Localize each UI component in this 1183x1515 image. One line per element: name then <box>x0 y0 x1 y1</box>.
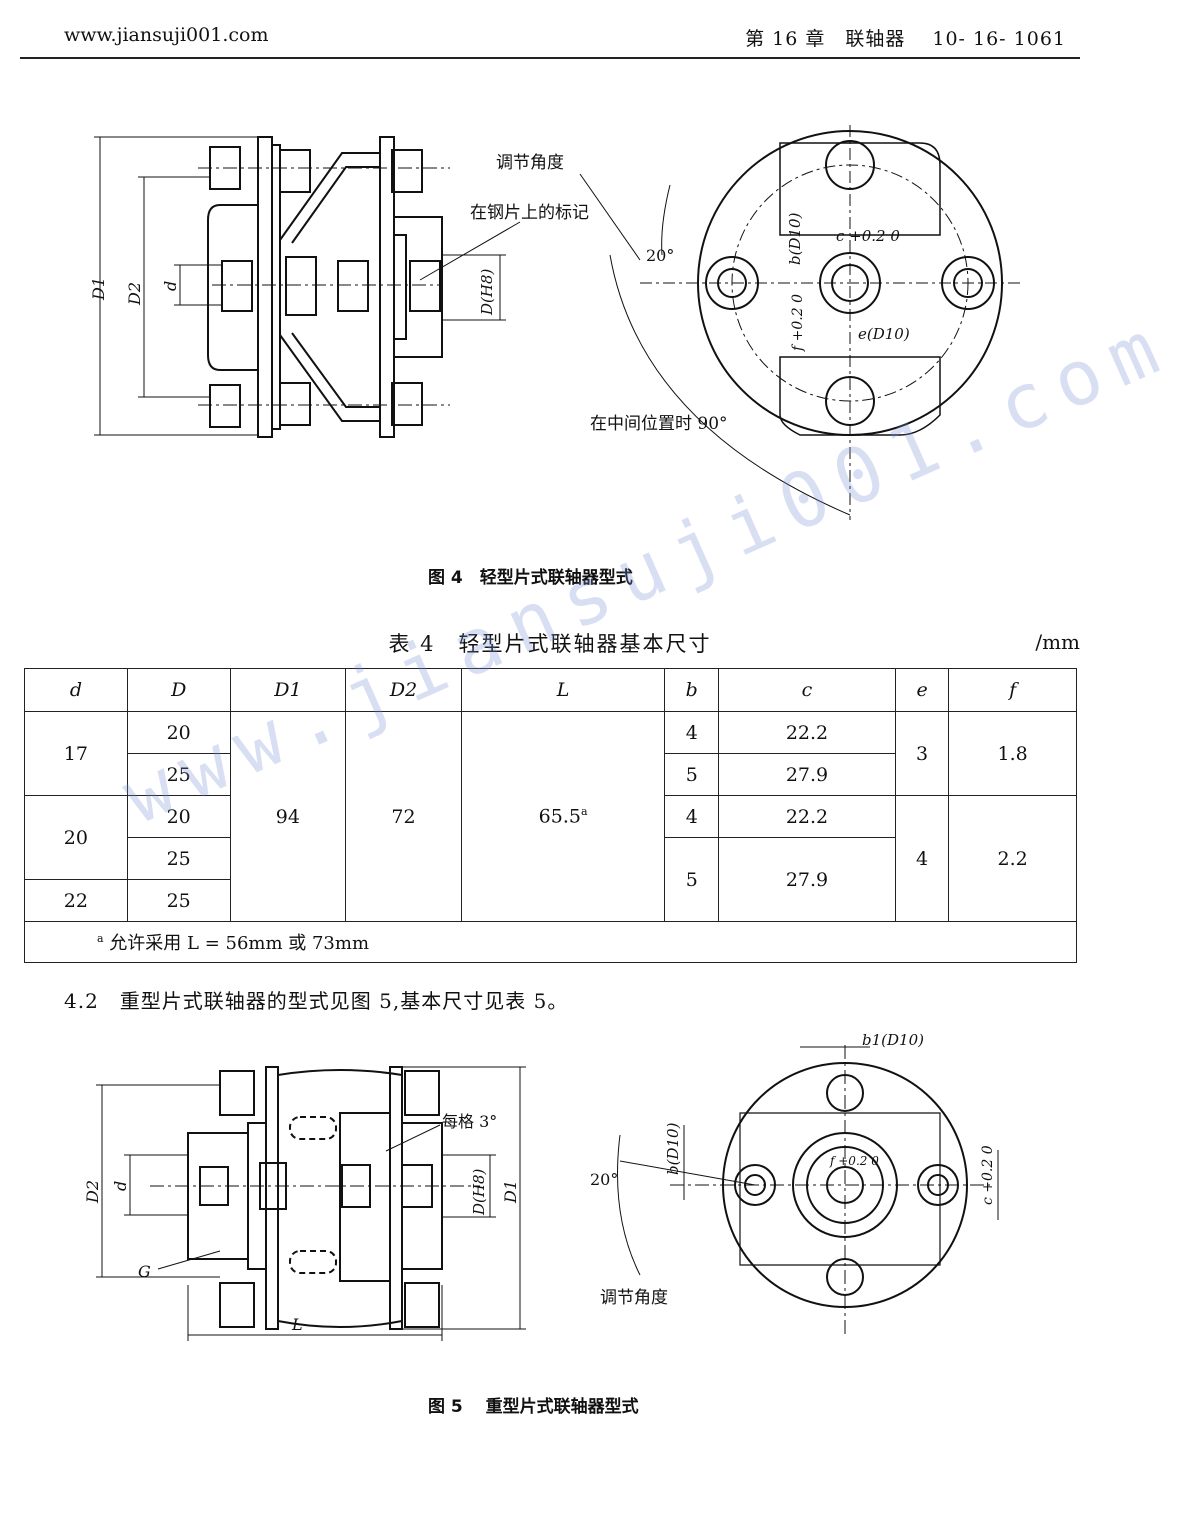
fig5-label-adjust-angle: 调节角度 <box>600 1288 668 1308</box>
cell-L-value: 65.5 <box>538 805 581 828</box>
fig5-label-f: f +0.2 0 <box>829 1154 879 1168</box>
cell-D2-merged: 72 <box>345 711 462 922</box>
fig4-label-f: f +0.2 0 <box>790 294 806 352</box>
col-header-L: L <box>460 668 666 712</box>
cell-b: 4 <box>664 795 720 838</box>
cell-L-merged: 65.5a <box>460 711 666 922</box>
fig5-label-20deg: 20° <box>590 1170 618 1189</box>
cell-e-group1: 3 <box>894 711 950 796</box>
fig5-label-b1D10: b1(D10) <box>862 1031 924 1049</box>
fig5-label-per-division: 每格 3° <box>442 1112 497 1131</box>
header-website: www.jiansuji001.com <box>64 24 269 46</box>
figure5-front-view: b1(D10) b(D10) f +0.2 0 c +0.2 0 20° 调节角… <box>590 1031 999 1335</box>
table-header-row: d D D1 D2 L b c e f <box>24 668 1077 712</box>
fig5-label-G: G <box>138 1262 151 1281</box>
cell-D: 20 <box>126 795 231 838</box>
cell-L-footnote-mark: a <box>580 805 588 819</box>
figure5-caption: 图 5 重型片式联轴器型式 <box>428 1397 639 1417</box>
fig4-label-20deg: 20° <box>646 246 674 265</box>
section-paragraph: 4.2 重型片式联轴器的型式见图 5,基本尺寸见表 5。 <box>64 989 569 1013</box>
header-rule <box>20 57 1080 59</box>
fig4-label-eD10: e(D10) <box>858 325 910 343</box>
table-footnote-row: a 允许采用 L = 56mm 或 73mm <box>24 921 1077 963</box>
table-row: 17 20 94 72 65.5a 4 22.2 3 1.8 <box>24 711 1077 922</box>
figure5-side-view: D2 d D(H8) D1 G L 每格 3° <box>83 1066 526 1341</box>
cell-D: 20 <box>126 711 231 754</box>
col-header-c: c <box>718 668 896 712</box>
table4-unit: /mm <box>1035 630 1080 654</box>
col-header-D: D <box>126 668 231 712</box>
fig5-label-D1: D1 <box>501 1180 520 1204</box>
cell-d: 22 <box>24 879 128 922</box>
fig4-label-D1: D1 <box>89 277 108 301</box>
fig5-label-L: L <box>291 1315 303 1334</box>
table4: d D D1 D2 L b c e f 17 20 94 72 65.5a 4 … <box>24 668 1077 963</box>
fig5-label-d: d <box>111 1181 130 1191</box>
fig4-label-c: c +0.2 0 <box>836 227 900 245</box>
cell-c: 27.9 <box>718 753 896 796</box>
cell-D: 25 <box>126 837 231 880</box>
cell-f-group2: 2.2 <box>948 795 1077 922</box>
table-row: 25 5 27.9 <box>25 837 1077 922</box>
fig5-label-c: c +0.2 0 <box>980 1145 996 1205</box>
cell-e-group2: 4 <box>894 795 950 922</box>
fig4-label-middle-90: 在中间位置时 90° <box>590 414 728 434</box>
footnote-text: 允许采用 L = 56mm 或 73mm <box>109 933 370 954</box>
figure4-callouts: 调节角度 在钢片上的标记 <box>419 153 641 281</box>
cell-b-group2: 5 <box>664 837 720 922</box>
fig4-label-DH8: D(H8) <box>478 268 496 316</box>
table-footnote: a 允许采用 L = 56mm 或 73mm <box>24 921 1077 963</box>
table-row: 25 5 27.9 <box>25 753 1077 796</box>
cell-D: 25 <box>126 879 231 922</box>
cell-b: 5 <box>664 753 720 796</box>
col-D1-text: D1 <box>274 679 302 701</box>
cell-d: 20 <box>24 795 128 880</box>
fig4-label-d: d <box>161 281 180 291</box>
fig4-label-bD10: b(D10) <box>786 212 804 265</box>
col-header-d: d <box>24 668 128 712</box>
cell-c: 22.2 <box>718 795 896 838</box>
fig5-label-DH8: D(H8) <box>470 1168 488 1216</box>
table-row: 20 20 4 22.2 4 2.2 <box>24 795 1077 922</box>
col-D2-text: D2 <box>389 679 418 701</box>
cell-c-group2: 27.9 <box>718 837 896 922</box>
fig5-label-bD10: b(D10) <box>664 1122 682 1175</box>
fig4-label-D2: D2 <box>125 282 144 306</box>
col-header-D1: D1 <box>229 668 347 712</box>
cell-b: 4 <box>664 711 720 754</box>
cell-d: 17 <box>24 711 128 796</box>
fig4-label-adjust-angle: 调节角度 <box>496 153 564 173</box>
cell-f-group1: 1.8 <box>948 711 1077 796</box>
fig5-label-D2: D2 <box>83 1180 102 1204</box>
footnote-mark: a <box>97 932 104 945</box>
figure4-front-view: 20° 在中间位置时 90° b(D10) c +0.2 0 f +0.2 0 … <box>590 125 1020 520</box>
cell-c: 22.2 <box>718 711 896 754</box>
header-chapter: 第 16 章 联轴器 10- 16- 1061 <box>745 28 1066 50</box>
col-header-e: e <box>894 668 950 712</box>
col-header-b: b <box>664 668 720 712</box>
col-header-f: f <box>948 668 1077 712</box>
figure4-side-view: D1 D2 d D(H8) <box>89 136 506 438</box>
figure4-caption: 图 4 轻型片式联轴器型式 <box>428 568 633 588</box>
table4-title: 表 4 轻型片式联轴器基本尺寸 <box>388 632 712 656</box>
fig4-label-mark: 在钢片上的标记 <box>470 203 589 223</box>
col-header-D2: D2 <box>345 668 462 712</box>
